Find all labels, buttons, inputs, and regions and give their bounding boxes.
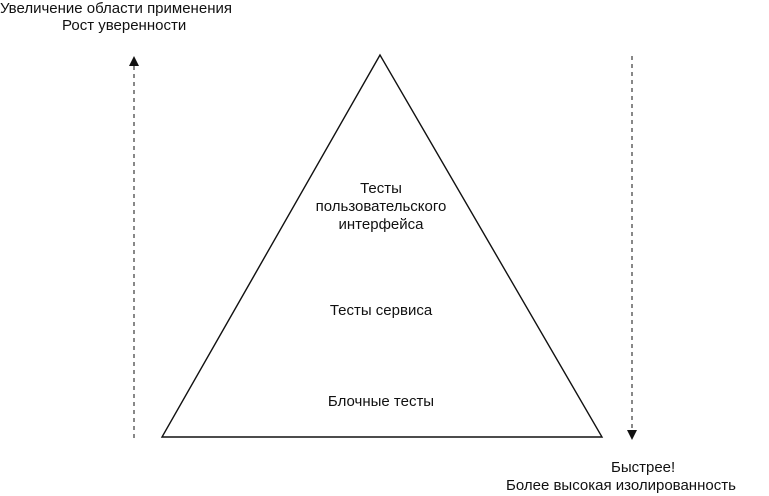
tier-unit-tests: Блочные тесты (327, 393, 435, 410)
confidence-growth-label: Рост уверенности (62, 17, 187, 34)
tier-ui-tests: Тесты пользовательского интерфейса (316, 180, 447, 234)
tier-ui-tests-line3: интерфейса (338, 216, 424, 233)
faster-label: Быстрее! (611, 459, 676, 476)
scope-increase-label: Увеличение области применения (0, 0, 232, 17)
up-arrow-head (129, 56, 139, 66)
tier-ui-tests-line2: пользовательского (315, 198, 447, 215)
pyramid-triangle (160, 53, 604, 438)
higher-isolation-label: Более высокая изолированность (506, 477, 736, 494)
tier-service-tests: Тесты сервиса (329, 302, 433, 319)
down-arrow-head (627, 430, 637, 440)
tier-ui-tests-line1: Тесты (360, 180, 402, 197)
